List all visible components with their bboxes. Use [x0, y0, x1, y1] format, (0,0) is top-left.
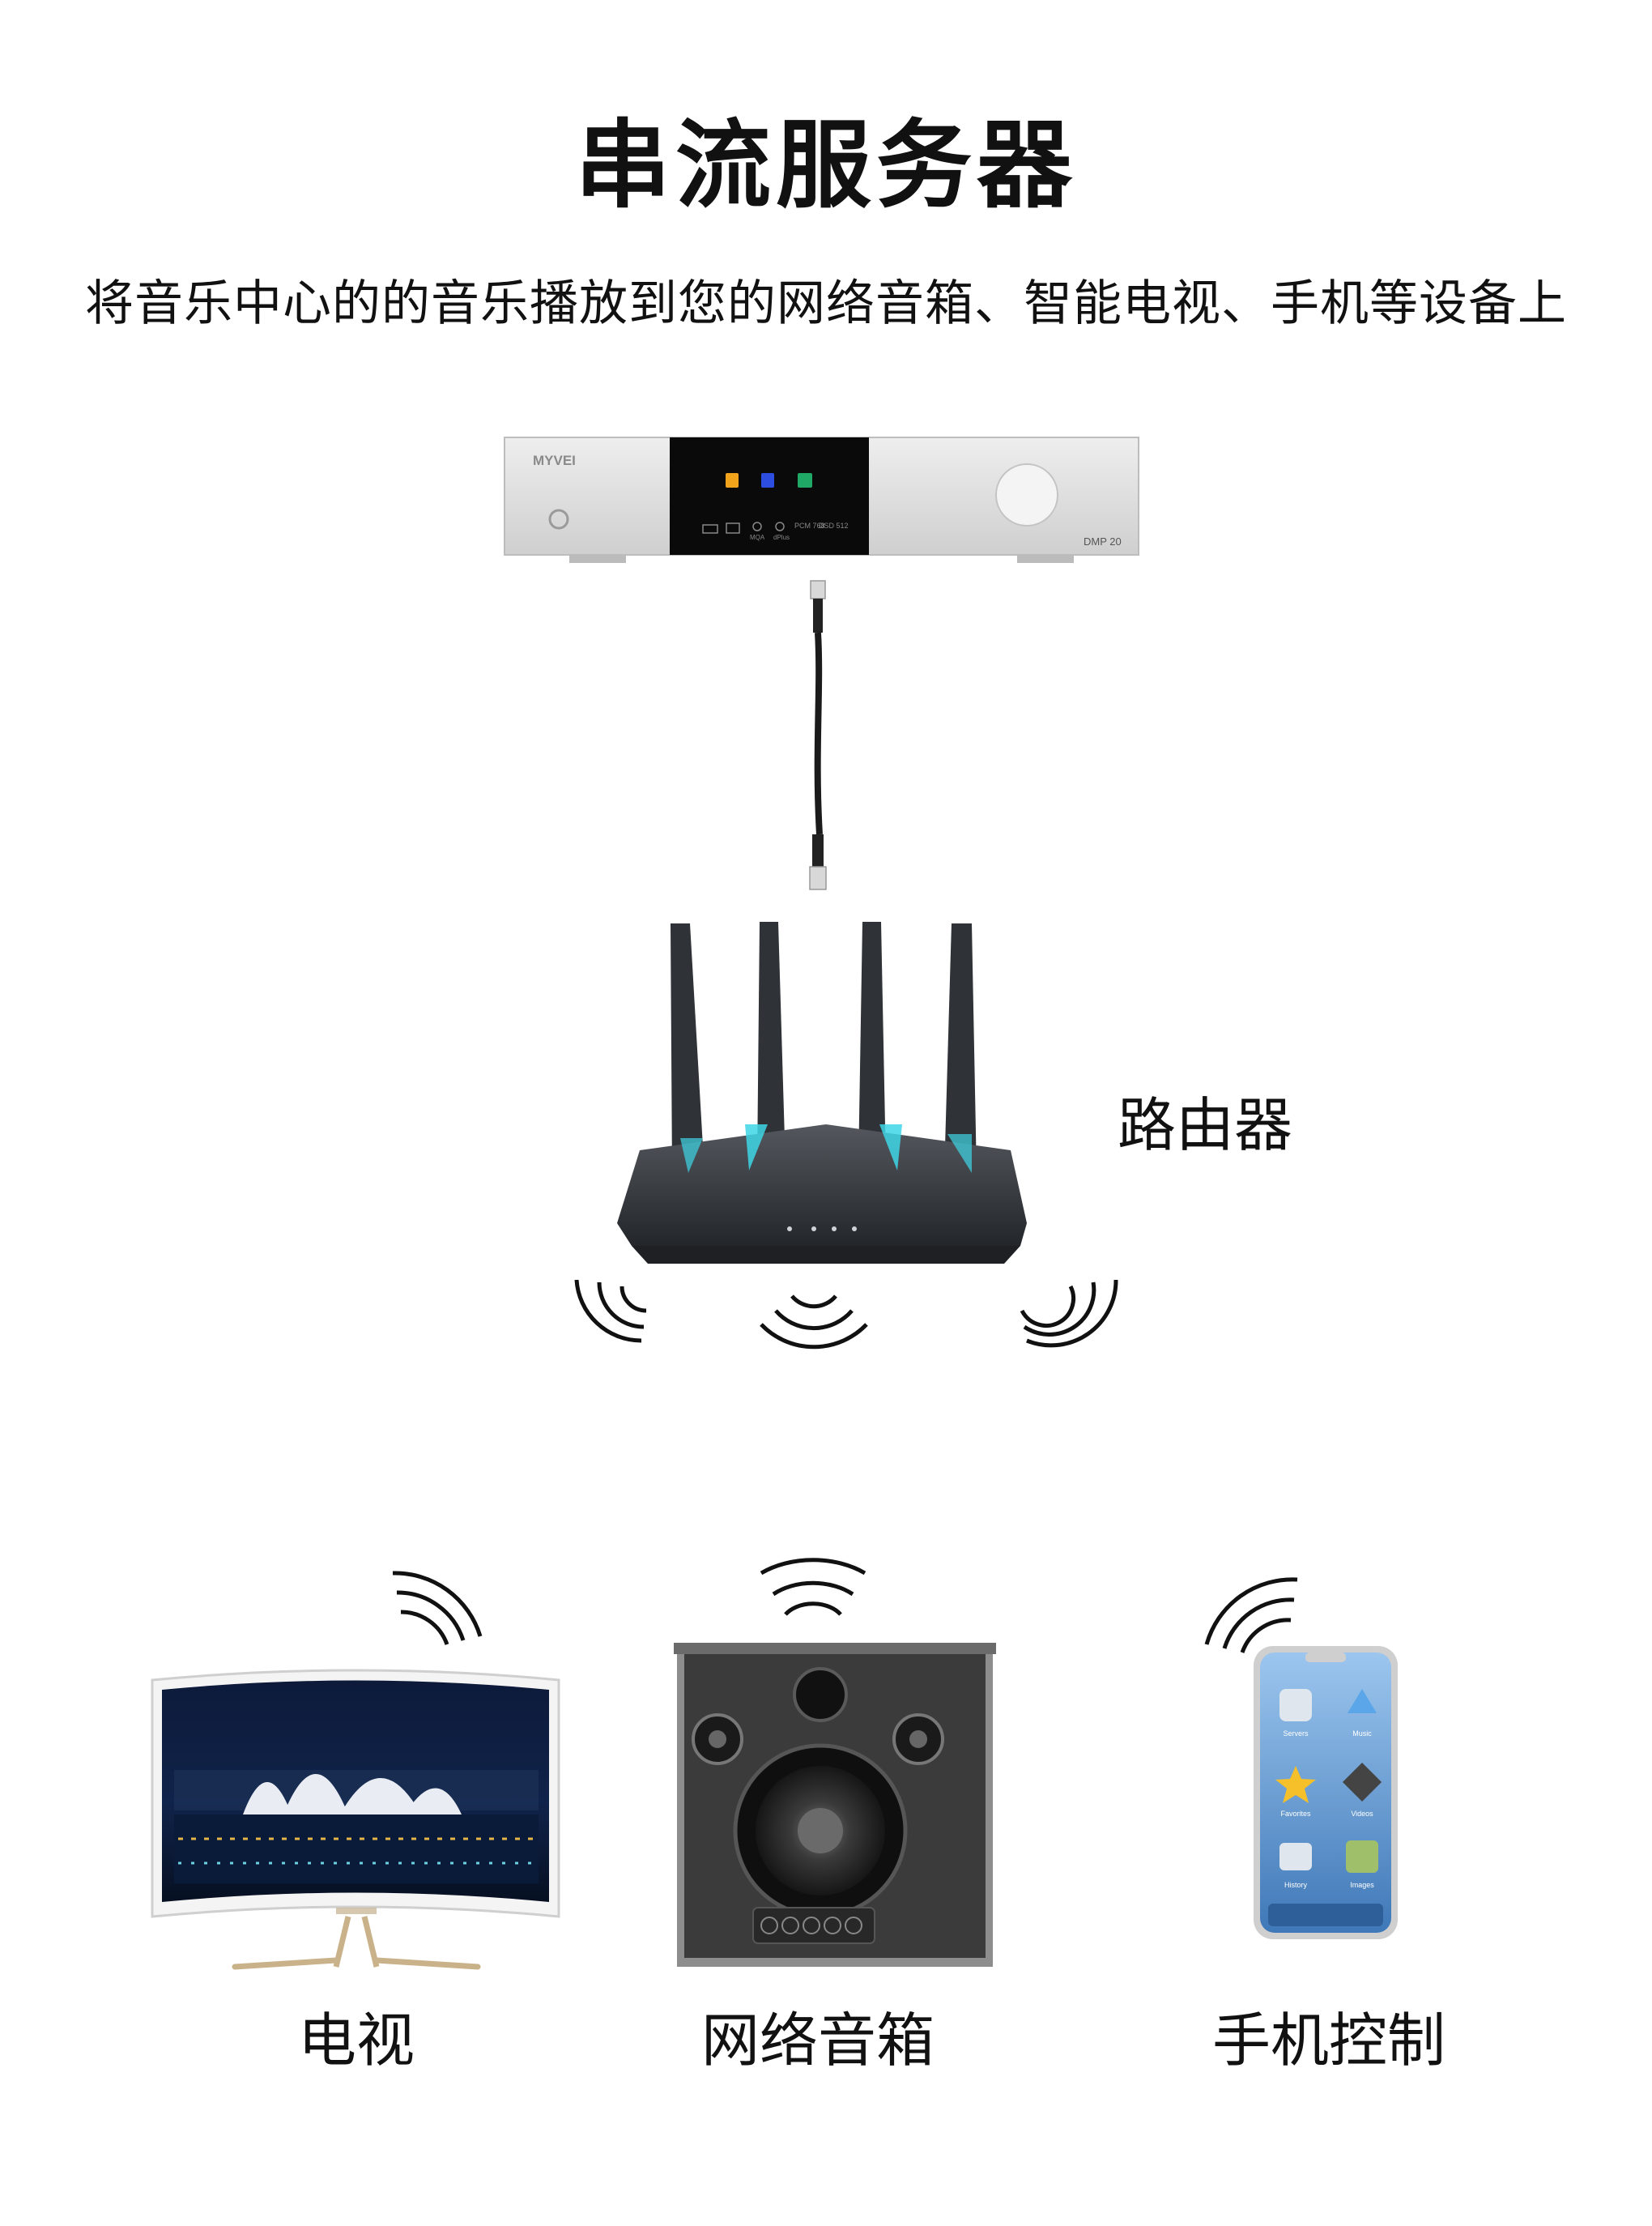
wifi-wave-left-icon	[574, 1279, 647, 1343]
speaker-label: 网络音箱	[701, 2006, 935, 2075]
phone-wifi-icon	[1204, 1577, 1298, 1653]
phone-app-favorites-label: Favorites	[1280, 1810, 1311, 1818]
phone-app-music-label: Music	[1352, 1729, 1372, 1738]
screen-icon	[726, 522, 740, 534]
hdmi-icon	[702, 524, 718, 534]
server-display-panel	[670, 437, 869, 555]
wifi-led-icon	[761, 473, 774, 488]
videos-app-icon	[1342, 1762, 1382, 1802]
server-badge-mqa: MQA	[750, 534, 765, 541]
server-brand-label: MYVEI	[533, 453, 576, 468]
phone-app-images-label: Images	[1350, 1881, 1374, 1889]
router-label: 路由器	[1118, 1091, 1293, 1159]
phone-device	[1204, 1577, 1398, 1939]
wifi-wave-right-icon	[1020, 1279, 1118, 1348]
tv-wifi-icon	[392, 1571, 483, 1645]
router-device	[617, 922, 1027, 1264]
speaker-wifi-icon	[760, 1558, 866, 1616]
history-app-icon	[1279, 1843, 1312, 1870]
mqa-icon	[752, 522, 762, 531]
page-subtitle: 将音乐中心的的音乐播放到您的网络音箱、智能电视、手机等设备上	[85, 275, 1567, 332]
music-app-icon	[1348, 1689, 1377, 1713]
favorites-app-icon	[1275, 1766, 1316, 1803]
power-button-icon	[548, 509, 569, 530]
network-led-icon	[798, 473, 812, 488]
wifi-wave-center-icon	[760, 1294, 868, 1350]
server-badge-pcm: PCM 768	[794, 522, 825, 530]
dplus-icon	[775, 522, 785, 531]
speaker-device	[674, 1558, 996, 1967]
phone-app-videos-label: Videos	[1351, 1810, 1373, 1818]
volume-knob	[995, 463, 1058, 527]
router-wifi-waves	[574, 1279, 1118, 1350]
page-title: 串流服务器	[574, 109, 1077, 221]
phone-label: 手机控制	[1212, 2006, 1446, 2075]
server-badge-dplus: dPlus	[773, 534, 790, 541]
server-badge-dsd: DSD 512	[819, 522, 849, 530]
streaming-server-device	[504, 437, 1139, 563]
phone-app-servers-label: Servers	[1283, 1729, 1309, 1738]
tv-label: 电视	[298, 2006, 415, 2075]
servers-app-icon	[1279, 1689, 1312, 1721]
images-app-icon	[1346, 1840, 1378, 1873]
phone-app-history-label: History	[1284, 1881, 1308, 1889]
usb-led-icon	[726, 473, 739, 488]
ethernet-cable	[809, 580, 827, 890]
tv-device	[151, 1571, 560, 1970]
server-model-label: DMP 20	[1084, 535, 1122, 548]
